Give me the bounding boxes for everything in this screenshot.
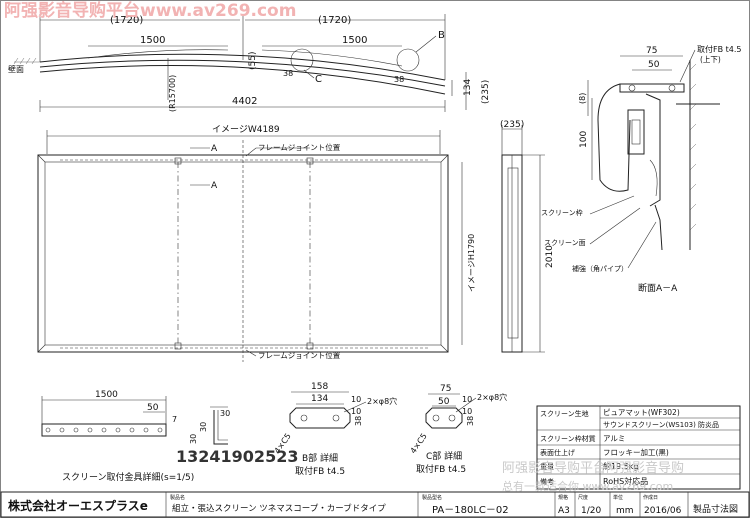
unit-label: 単位 bbox=[613, 494, 623, 501]
section-a-lower: A bbox=[211, 181, 218, 191]
unit-value: mm bbox=[616, 506, 634, 516]
image-width-label: イメージW4189 bbox=[212, 125, 280, 135]
watermark-phone: 13241902523 bbox=[176, 447, 298, 466]
watermark-bottom-2: 总有一款适合你 www.av269.com bbox=[502, 479, 673, 493]
frame-joint-top: フレームジョイント位置 bbox=[258, 142, 341, 152]
bracket-dim-50: 50 bbox=[147, 403, 159, 413]
date-label: 作成日 bbox=[643, 494, 658, 501]
watermark-bottom-1: 阿强影音导购平台阿强影音导购 bbox=[502, 460, 684, 476]
fb-label-aa: 取付FB t4.5 bbox=[697, 44, 742, 54]
date-value: 2016/06 bbox=[644, 506, 682, 516]
section-aa-title: 断面A－A bbox=[638, 282, 678, 294]
section-a-upper: A bbox=[211, 144, 218, 154]
scale-label: 尺度 bbox=[578, 494, 588, 501]
dim-left-1500: 1500 bbox=[140, 35, 165, 46]
bracket-dim-7: 7 bbox=[172, 415, 177, 424]
detail-b-dim-158: 158 bbox=[311, 382, 328, 392]
bracket-dim-30b: 30 bbox=[220, 409, 230, 418]
radius-label: (R15700) bbox=[168, 75, 177, 112]
detail-c-dim-50: 50 bbox=[438, 397, 450, 407]
size-value: A3 bbox=[558, 506, 570, 516]
spec-value-0: ピュアマット(WF302) bbox=[603, 408, 680, 417]
detail-b-dim-10b: 10 bbox=[351, 407, 361, 416]
detail-c-dim-10a: 10 bbox=[462, 395, 472, 404]
dim-right-1500: 1500 bbox=[342, 35, 367, 46]
dim-100-aa: 100 bbox=[579, 131, 589, 148]
dim-left-1720: (1720) bbox=[110, 15, 143, 26]
label-c: C bbox=[315, 74, 322, 85]
drawing-title: 製品寸法図 bbox=[693, 503, 738, 515]
image-height-label: イメージH1790 bbox=[467, 234, 476, 292]
detail-c-dim-75: 75 bbox=[440, 384, 451, 394]
dim-50-aa: 50 bbox=[648, 60, 660, 70]
wall-label: 壁面 bbox=[8, 64, 24, 74]
bracket-detail: 1500 50 7 30 30 30 スクリーン取付金具詳細(s=1/5) bbox=[41, 390, 230, 483]
detail-b-dim-10a: 10 bbox=[351, 395, 361, 404]
detail-c-sub: 取付FB t4.5 bbox=[416, 464, 466, 475]
product-name: 組立・張込スクリーン ツネマスコープ・カーブドタイプ bbox=[172, 503, 386, 514]
dim-134: 134 bbox=[463, 79, 473, 96]
title-block: 株式会社オーエスプラスe 製品名 組立・張込スクリーン ツネマスコープ・カーブド… bbox=[0, 491, 750, 518]
detail-c-dim-38: 38 bbox=[466, 416, 475, 426]
screen-face-label: スクリーン面 bbox=[544, 239, 586, 247]
dim-55: (55) bbox=[248, 52, 258, 70]
watermark-top: 阿强影音导购平台www.av269.com bbox=[4, 0, 296, 21]
spec-label-4: 重量 bbox=[540, 463, 554, 471]
bracket-dim-30c: 30 bbox=[189, 434, 198, 444]
spec-table: スクリーン生地 ピュアマット(WF302) サウンドスクリーン(WS103) 防… bbox=[536, 405, 741, 490]
detail-b-dim-134: 134 bbox=[311, 394, 328, 404]
top-view: (1720) (1720) 1500 1500 (55) 壁面 B C 38 bbox=[8, 14, 491, 112]
spec-value-5: RoHS対応品 bbox=[603, 476, 648, 486]
reinforce-label: 補強（角パイプ） bbox=[572, 264, 628, 273]
detail-b-hole: 2×φ8穴 bbox=[367, 396, 397, 406]
front-view: イメージW4189 フレームジョイント位置 フレームジョイント位置 A A イメ bbox=[37, 120, 555, 362]
size-label: 規格 bbox=[558, 494, 568, 501]
detail-c-title: C部 詳細 bbox=[426, 450, 462, 462]
product-name-label: 製品名 bbox=[170, 494, 185, 501]
detail-c-hole: 2×φ8穴 bbox=[477, 392, 507, 402]
model-number: PA－180LC－02 bbox=[432, 505, 509, 516]
spec-value-1: サウンドスクリーン(WS103) 防炎品 bbox=[603, 420, 719, 429]
bracket-title: スクリーン取付金具詳細(s=1/5) bbox=[62, 471, 194, 483]
spec-label-2: スクリーン枠材質 bbox=[540, 434, 596, 443]
bracket-dim-30a: 30 bbox=[199, 422, 208, 432]
scale-value: 1/20 bbox=[581, 506, 601, 516]
spec-label-5: 備考 bbox=[540, 477, 554, 486]
detail-c-dim-10b: 10 bbox=[462, 407, 472, 416]
company-name: 株式会社オーエスプラスe bbox=[8, 498, 148, 513]
section-aa: 75 50 取付FB t4.5 (上下) (8) 100 スクリーン枠 bbox=[541, 44, 742, 294]
detail-b-dim-38: 38 bbox=[354, 416, 363, 426]
dim-235: (235) bbox=[481, 80, 491, 104]
spec-value-3: フロッキー加工(黒) bbox=[603, 447, 669, 457]
dim-2010: 2010 bbox=[545, 245, 555, 268]
screen-frame-label: スクリーン枠 bbox=[541, 208, 583, 217]
spec-label-3: 表面仕上げ bbox=[540, 448, 575, 457]
label-b: B bbox=[438, 30, 445, 41]
spec-value-2: アルミ bbox=[603, 434, 625, 443]
spec-value-4: 約19.5kg bbox=[603, 461, 639, 471]
side-depth-235: (235) bbox=[500, 120, 524, 130]
detail-b-title: B部 詳細 bbox=[302, 452, 338, 464]
frame-joint-bottom: フレームジョイント位置 bbox=[258, 350, 341, 360]
dim-8-aa: (8) bbox=[578, 93, 587, 104]
fb-sub-aa: (上下) bbox=[700, 55, 721, 64]
model-label: 製品型名 bbox=[422, 494, 442, 501]
dim-4402: 4402 bbox=[232, 96, 257, 107]
dim-right-1720: (1720) bbox=[318, 15, 351, 26]
dim-38-right: 38 bbox=[394, 75, 404, 84]
detail-c: 75 50 10 10 2×φ8穴 4×C5 38 C部 詳細 取付FB t4.… bbox=[409, 384, 508, 475]
bracket-dim-1500: 1500 bbox=[95, 390, 118, 400]
dim-38-left: 38 bbox=[283, 69, 293, 78]
detail-b-sub: 取付FB t4.5 bbox=[295, 466, 345, 477]
spec-label-0: スクリーン生地 bbox=[540, 409, 589, 418]
dim-75-aa: 75 bbox=[646, 46, 657, 56]
